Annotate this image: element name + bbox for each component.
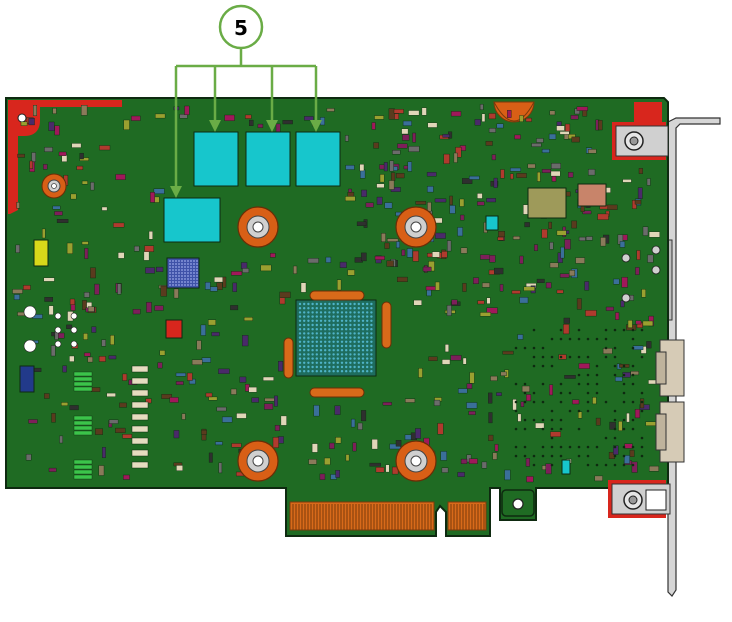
callout-number: 5 [234, 16, 248, 40]
corner-marker-top-left [8, 100, 40, 214]
edge-connector [289, 501, 487, 531]
mount-hole [395, 440, 437, 482]
mounting-holes [41, 173, 437, 482]
bracket-screw-bottom [608, 480, 671, 518]
mount-hole [237, 206, 279, 248]
mount-hole-small [41, 173, 67, 199]
callout-bubble: 5 [218, 4, 264, 50]
processor [283, 290, 392, 398]
memory-chip [193, 131, 239, 187]
callout-arrowheads [170, 120, 322, 198]
port-connectors [655, 339, 685, 463]
memory-chip [295, 131, 341, 187]
top-edge-marker [40, 100, 122, 107]
smd-components [12, 104, 661, 483]
mount-hole [395, 206, 437, 248]
callout-leaders [174, 48, 318, 190]
memory-chip [163, 197, 221, 243]
memory-chip [245, 131, 291, 187]
bracket-screw-top [612, 122, 669, 160]
corner-marker-top-right [634, 102, 662, 124]
memory-chips [163, 131, 341, 243]
mount-hole [237, 440, 279, 482]
small-bga [166, 257, 200, 289]
